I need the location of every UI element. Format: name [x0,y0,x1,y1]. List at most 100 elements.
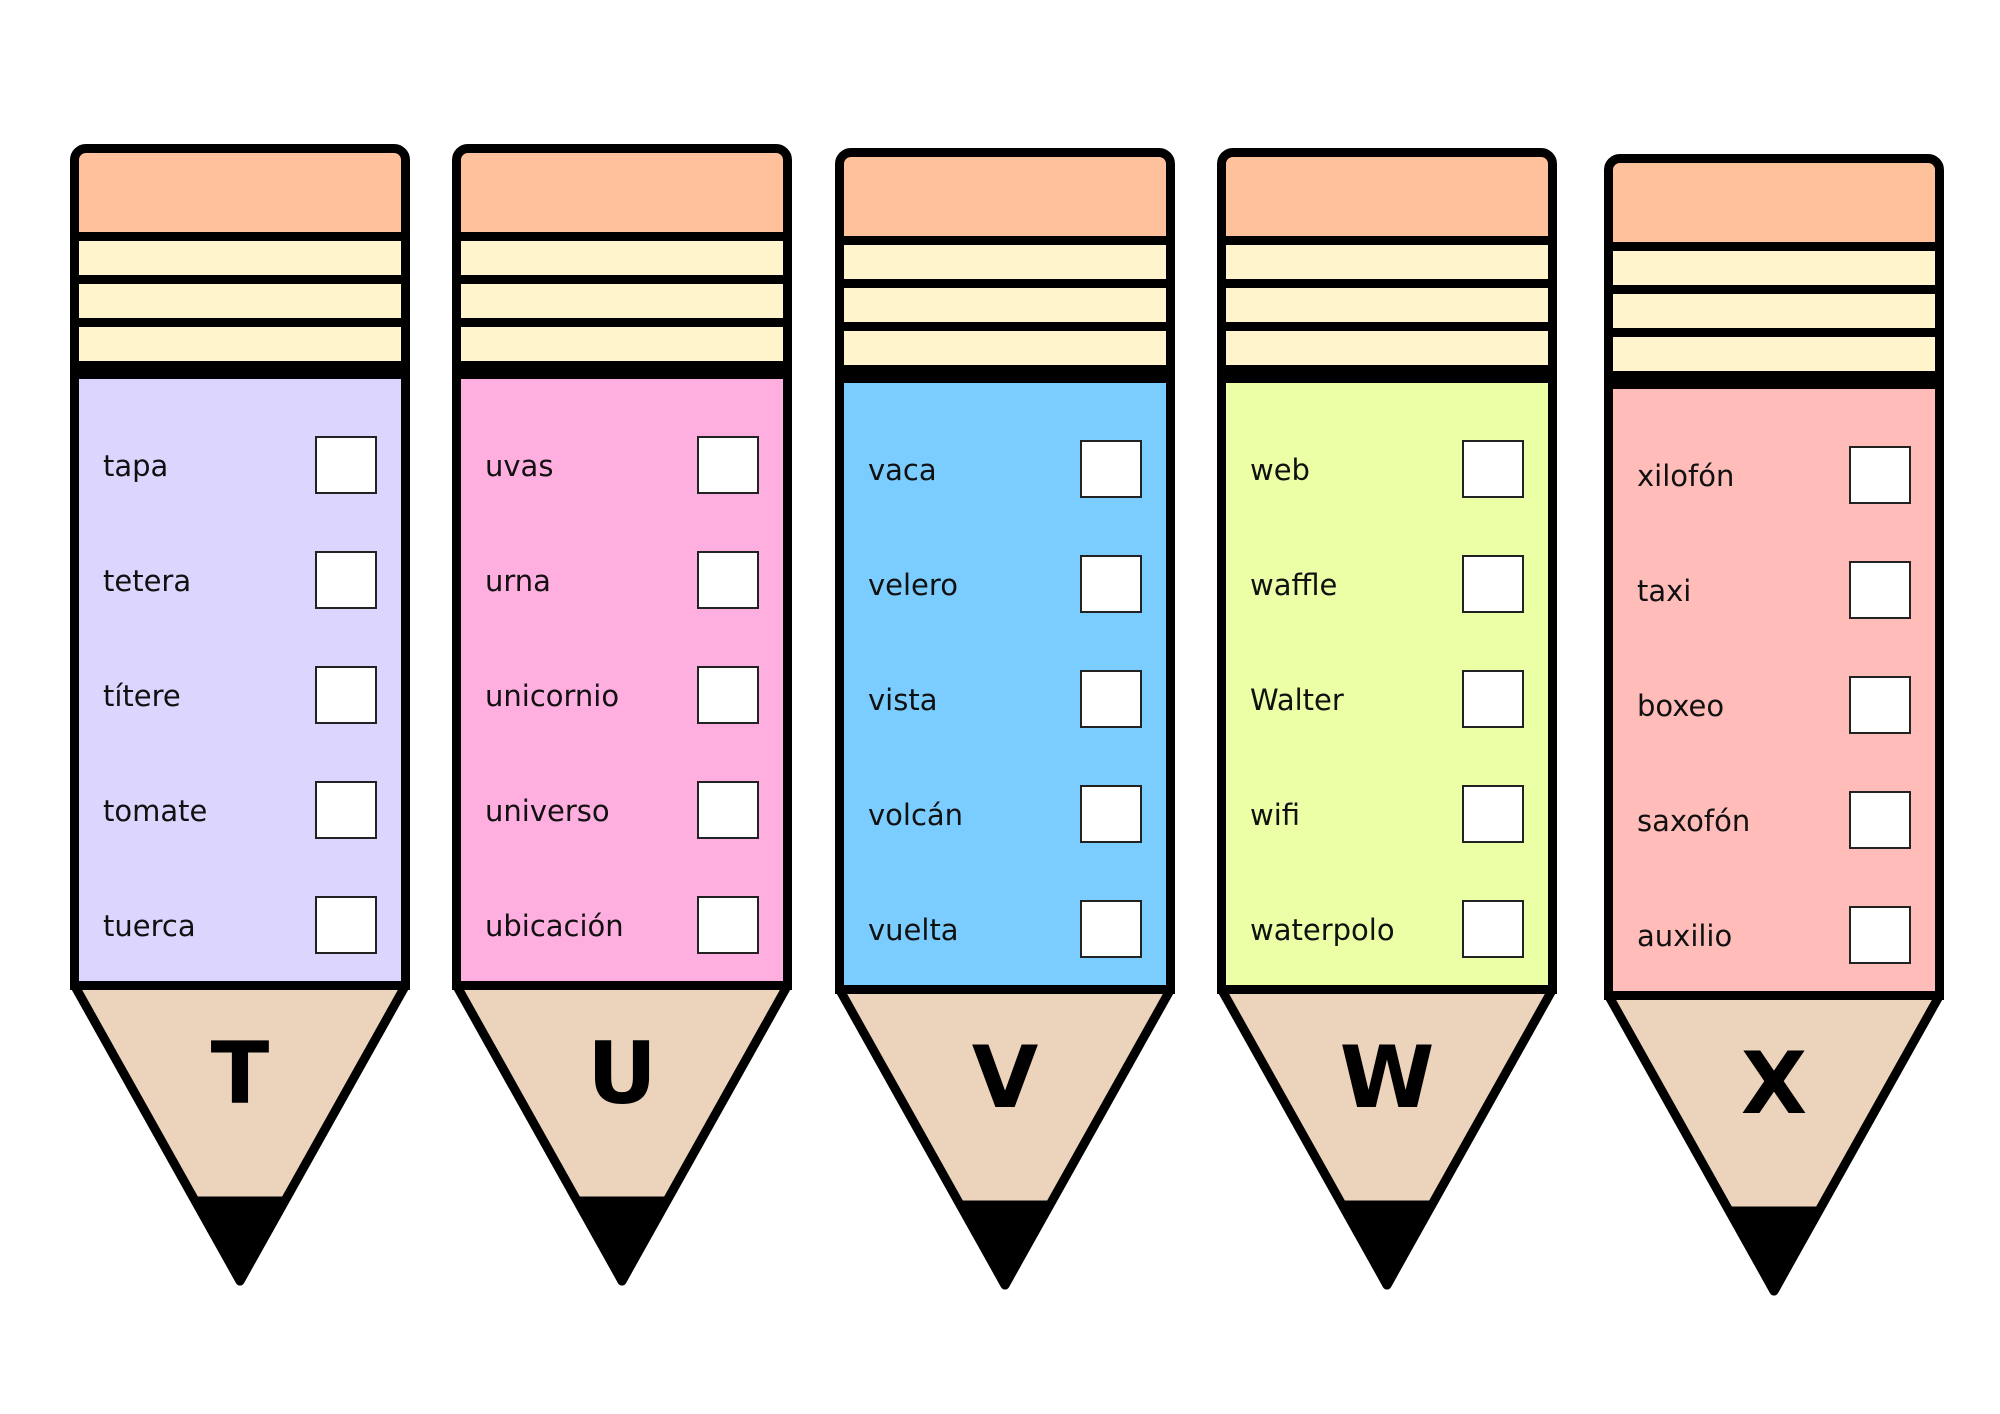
pencil-ferrule-band [70,284,410,327]
word-label: velero [868,568,958,602]
pencil-letter: W [1339,1028,1435,1128]
word-checkbox[interactable] [1462,440,1524,498]
word-row: tuerca [103,896,377,956]
word-checkbox[interactable] [1462,555,1524,613]
word-label: Walter [1250,683,1344,717]
word-label: saxofón [1637,804,1751,838]
word-checkbox[interactable] [1849,446,1911,504]
pencil-ferrule-band [835,331,1175,374]
word-checkbox[interactable] [1849,791,1911,849]
word-checkbox[interactable] [1462,670,1524,728]
word-checkbox[interactable] [1849,561,1911,619]
pencil-eraser [835,148,1175,245]
word-label: taxi [1637,574,1692,608]
word-checkbox[interactable] [697,896,759,954]
word-checkbox[interactable] [1080,440,1142,498]
pencil-wood [835,985,1175,1290]
word-row: vista [868,670,1142,730]
pencil-ferrule-band [835,236,1175,288]
word-checkbox[interactable] [1080,900,1142,958]
word-checkbox[interactable] [315,666,377,724]
pencil-ferrule-band [70,232,410,284]
word-label: títere [103,679,181,713]
word-row: Walter [1250,670,1524,730]
word-checkbox[interactable] [1080,670,1142,728]
pencil-ferrule-band [452,327,792,370]
word-checkbox[interactable] [697,436,759,494]
word-label: boxeo [1637,689,1725,723]
pencil-ferrule-band [1217,236,1557,288]
word-row: uvas [485,436,759,496]
word-checkbox[interactable] [315,551,377,609]
word-row: tapa [103,436,377,496]
word-label: unicornio [485,679,620,713]
pencil-body: vaca velero vista volcán vuelta [835,374,1175,994]
word-label: vaca [868,453,937,487]
pencil-lead [573,1196,671,1286]
word-row: wifi [1250,785,1524,845]
word-checkbox[interactable] [315,436,377,494]
word-row: unicornio [485,666,759,726]
word-label: waffle [1250,568,1338,602]
word-row: volcán [868,785,1142,845]
pencil-wood [1217,985,1557,1290]
word-label: universo [485,794,610,828]
pencil-lead [956,1200,1054,1290]
word-checkbox[interactable] [697,781,759,839]
pencil-ferrule-band [1604,294,1944,337]
word-label: urna [485,564,551,598]
word-row: vaca [868,440,1142,500]
word-row: saxofón [1637,791,1911,851]
pencil-letter: U [587,1024,657,1124]
word-checkbox[interactable] [1462,785,1524,843]
word-checkbox[interactable] [1849,676,1911,734]
pencil-wood [70,981,410,1286]
word-row: tomate [103,781,377,841]
pencil-eraser [70,144,410,241]
pencil-eraser [1604,154,1944,251]
word-row: urna [485,551,759,611]
word-row: vuelta [868,900,1142,960]
word-checkbox[interactable] [697,666,759,724]
word-row: waffle [1250,555,1524,615]
word-row: taxi [1637,561,1911,621]
pencil-ferrule-band [452,284,792,327]
word-checkbox[interactable] [1462,900,1524,958]
word-label: waterpolo [1250,913,1395,947]
pencil-eraser [452,144,792,241]
word-row: xilofón [1637,446,1911,506]
word-checkbox[interactable] [1080,785,1142,843]
word-label: vuelta [868,913,959,947]
pencil-letter: X [1740,1034,1808,1134]
word-row: web [1250,440,1524,500]
word-checkbox[interactable] [1080,555,1142,613]
word-checkbox[interactable] [697,551,759,609]
pencil-tip [1217,985,1557,1290]
pencil-tip [452,981,792,1286]
pencil-lead [191,1196,289,1286]
pencil-ferrule-band [1217,331,1557,374]
pencil-letter: V [971,1028,1039,1128]
pencil-wood [1604,991,1944,1296]
word-checkbox[interactable] [315,781,377,839]
word-label: volcán [868,798,964,832]
word-label: ubicación [485,909,624,943]
pencil-tip [835,985,1175,1290]
word-row: velero [868,555,1142,615]
word-label: vista [868,683,938,717]
pencil-tip [70,981,410,1286]
word-row: boxeo [1637,676,1911,736]
word-checkbox[interactable] [1849,906,1911,964]
pencil-lead [1725,1206,1823,1296]
word-row: auxilio [1637,906,1911,966]
pencil-ferrule-band [1217,288,1557,331]
word-checkbox[interactable] [315,896,377,954]
word-label: tapa [103,449,169,483]
pencil-ferrule-band [452,232,792,284]
